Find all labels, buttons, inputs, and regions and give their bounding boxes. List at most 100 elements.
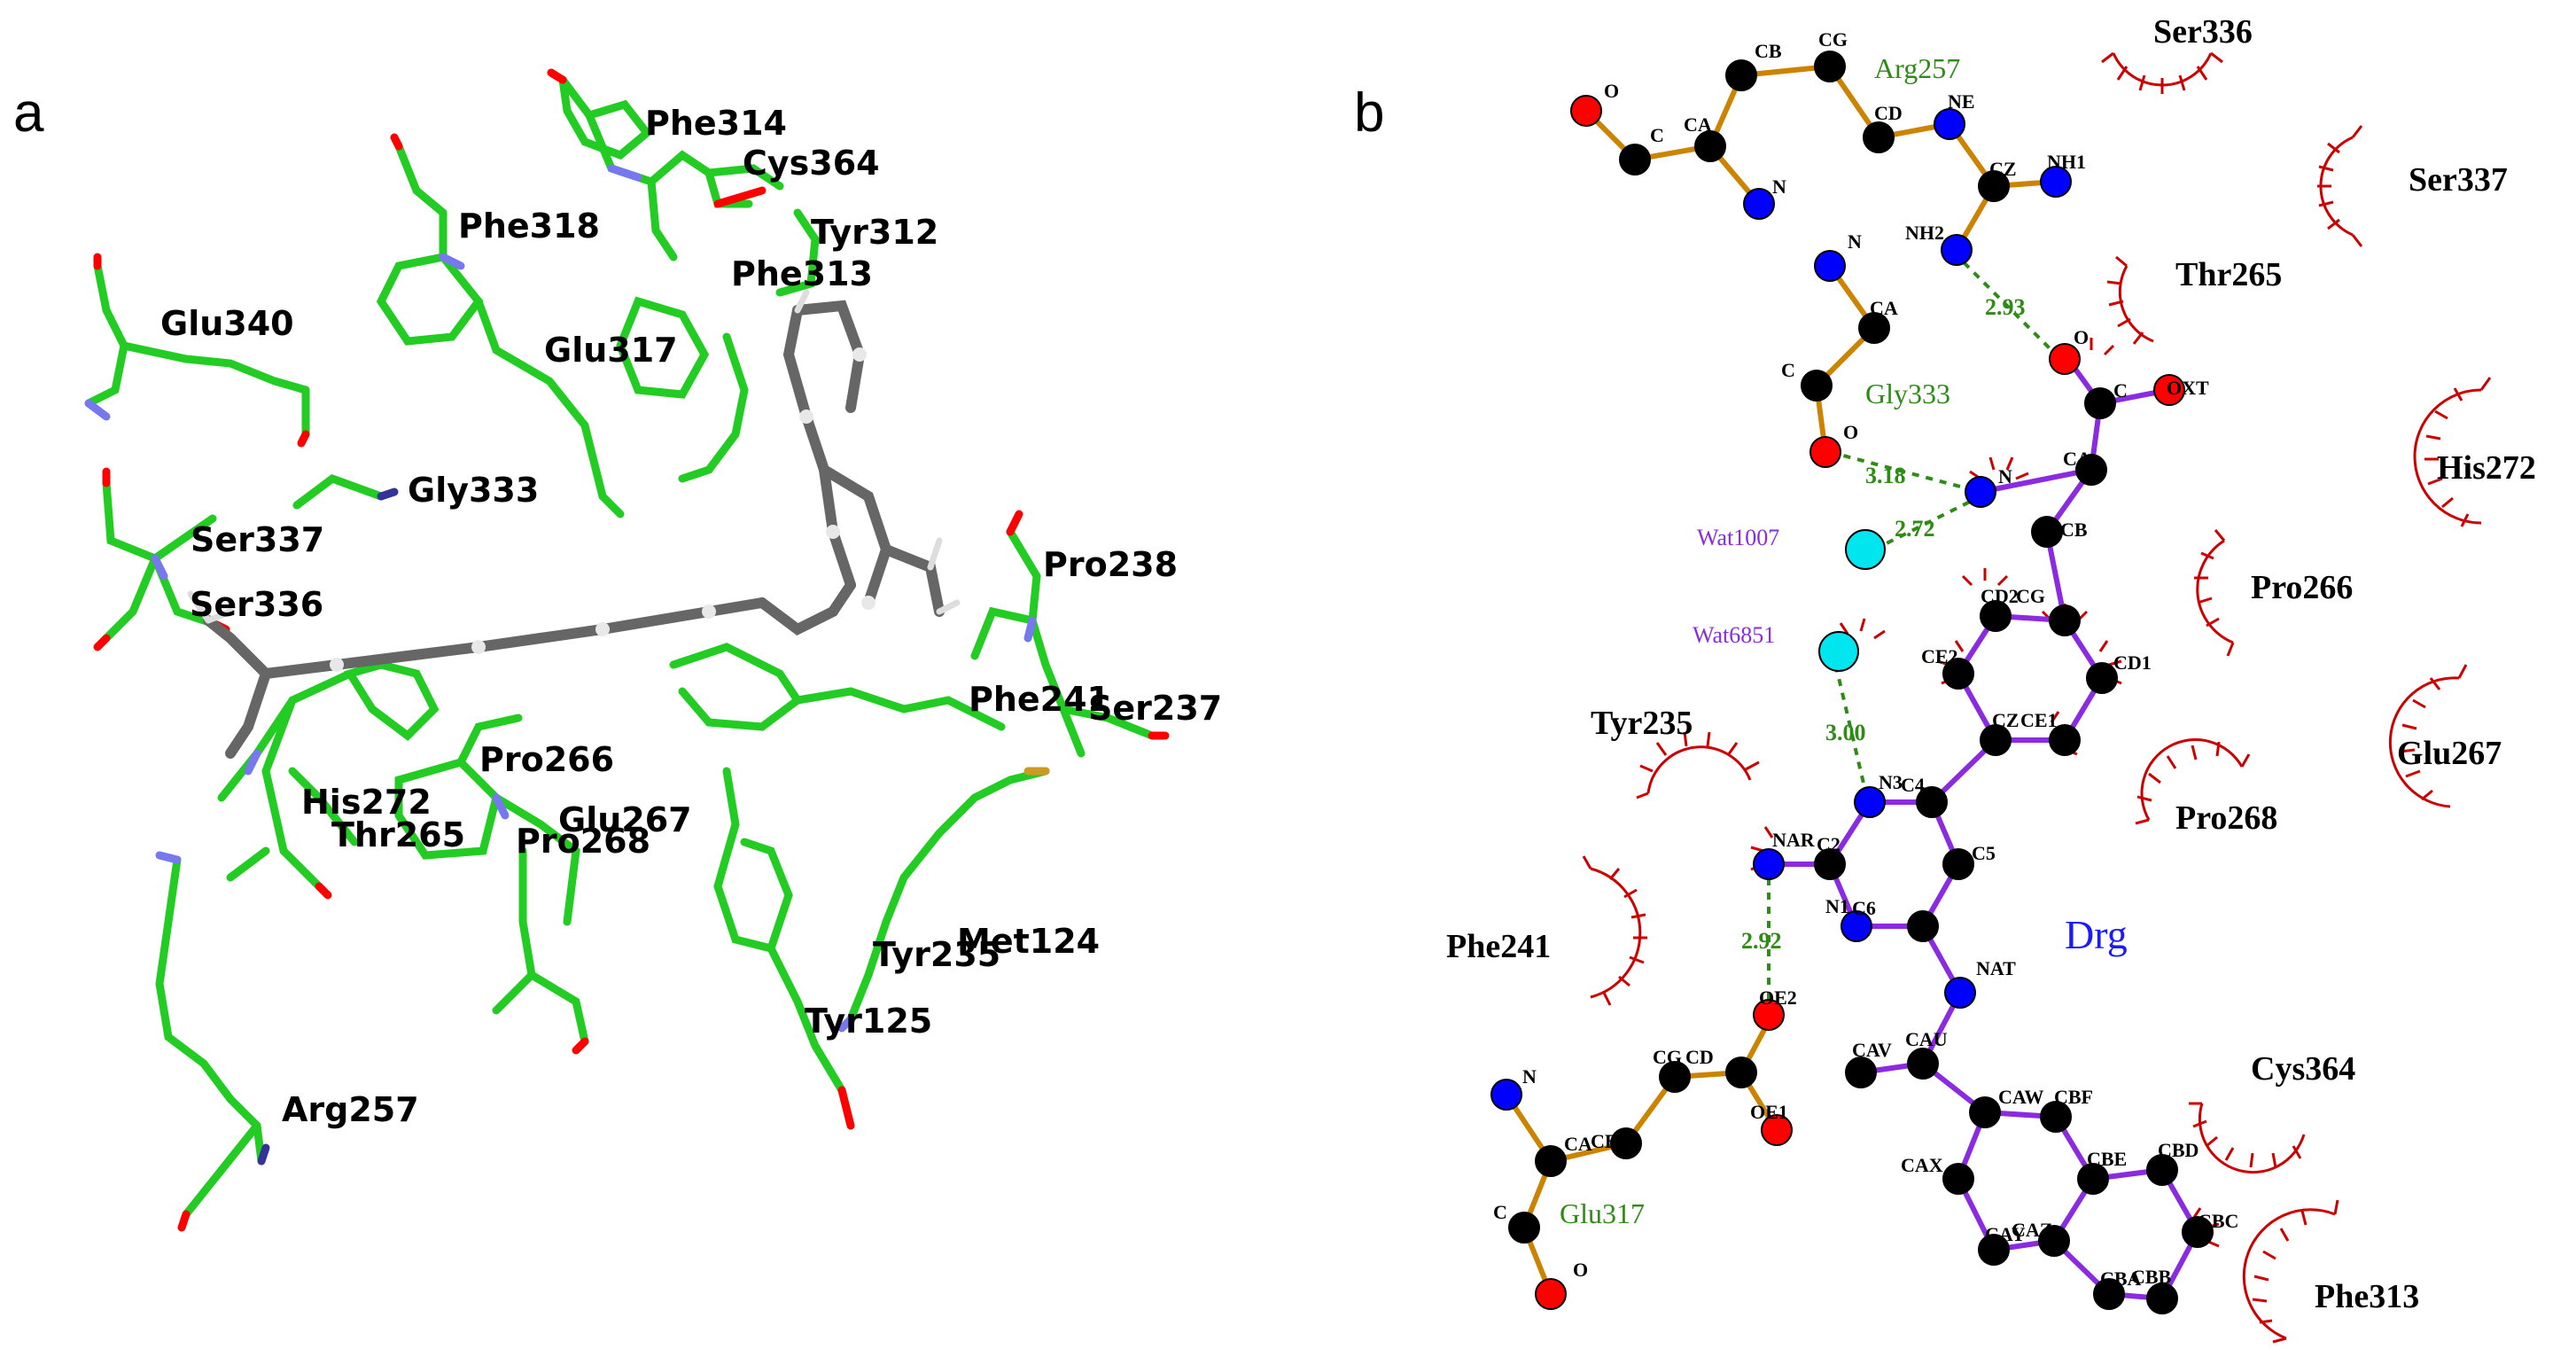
- label-phe241: Phe241: [1446, 928, 1551, 965]
- label-tyr235: Tyr235: [1591, 705, 1693, 742]
- atom-label: CG: [1818, 28, 1848, 51]
- atom-label: CAU: [1905, 1028, 1948, 1050]
- label-glu340: Glu340: [160, 304, 294, 343]
- atom-label: NH2: [1905, 222, 1944, 244]
- label-pro238: Pro238: [1043, 545, 1178, 584]
- label-ser337: Ser337: [191, 520, 324, 559]
- distance-wat1007: 2.72: [1895, 516, 1935, 542]
- label-phe313: Phe313: [2315, 1278, 2419, 1315]
- atom-label: C4: [1901, 774, 1925, 796]
- atom-label: C: [1493, 1201, 1507, 1223]
- atom-label: O: [1604, 80, 1619, 102]
- atom-label: N: [1998, 465, 2012, 487]
- panel-b: b: [1354, 13, 2536, 1344]
- label-wat1007: Wat1007: [1697, 525, 1779, 550]
- panel-a-residue-labels: Phe314 Cys364 Tyr312 Phe318 Phe313 Glu34…: [160, 104, 1222, 1129]
- atom-label: CAY: [1985, 1223, 2026, 1245]
- atoms: [1490, 51, 2214, 1314]
- atom-label: CBF: [2054, 1086, 2093, 1108]
- atom-label: OE2: [1759, 986, 1797, 1009]
- atom-label: CB: [1591, 1130, 1618, 1152]
- atom-label: CAZ: [2012, 1219, 2052, 1241]
- atom-label: N: [1848, 230, 1862, 253]
- ligand-sticks: [203, 300, 945, 759]
- label-his272: His272: [2437, 449, 2536, 487]
- atom-label: N1: [1825, 895, 1849, 917]
- panel-b-residue-labels: Arg257 Gly333 Glu317 Wat1007 Wat6851 Drg…: [1446, 13, 2536, 1315]
- label-glu267: Glu267: [2397, 735, 2502, 772]
- atom-label: NH1: [2047, 151, 2086, 173]
- label-ser336: Ser336: [190, 585, 323, 624]
- protein-sticks: [84, 77, 1156, 1219]
- atom-label: C5: [1972, 842, 1996, 864]
- atom-label: CE1: [2020, 709, 2058, 731]
- label-pro266: Pro266: [2251, 569, 2353, 606]
- label-phe318: Phe318: [458, 207, 600, 246]
- atom-label: N: [1522, 1065, 1537, 1088]
- label-ser337: Ser337: [2409, 161, 2508, 199]
- label-pro268: Pro268: [516, 822, 650, 861]
- label-ser237: Ser237: [1088, 689, 1222, 728]
- atom-label: CA: [1564, 1133, 1592, 1155]
- hetero-stubs: [84, 68, 1170, 1232]
- atom-label: CE2: [1921, 645, 1958, 667]
- atom-label: CAW: [1998, 1086, 2043, 1108]
- atom-label: C6: [1852, 897, 1876, 919]
- atom-label: CB: [1755, 40, 1782, 62]
- atom-labels: O C CA CB CG N CD NE CZ NH1 NH2 N CA C O…: [1493, 28, 2238, 1290]
- atom-label: C2: [1817, 833, 1841, 855]
- atom-label: N3: [1879, 771, 1903, 793]
- atom-label: NE: [1948, 90, 1975, 113]
- atom-label: CD: [1685, 1046, 1714, 1068]
- label-drg: Drg: [2065, 912, 2128, 957]
- atom-label: OE1: [1750, 1101, 1788, 1123]
- hbond-distance-labels: 2.93 3.18 2.72 3.00 2.92: [1741, 294, 2026, 954]
- atom-label: CBD: [2158, 1139, 2199, 1161]
- distance-gly-n: 3.18: [1865, 463, 1906, 488]
- atom-label: CZ: [1989, 158, 2017, 180]
- label-arg257: Arg257: [282, 1090, 419, 1129]
- atom-label: C: [1781, 359, 1795, 381]
- label-wat6851: Wat6851: [1693, 622, 1775, 648]
- atom-label: CBE: [2087, 1148, 2127, 1170]
- distance-glu-oe2: 2.92: [1741, 928, 1782, 954]
- panel-a: a: [13, 68, 1222, 1232]
- label-thr265: Thr265: [2175, 256, 2282, 293]
- distance-arg-o: 2.93: [1985, 294, 2026, 320]
- label-cys364: Cys364: [2251, 1050, 2355, 1088]
- atom-label: C: [1650, 124, 1664, 146]
- label-pro266: Pro266: [479, 740, 614, 779]
- label-phe313: Phe313: [731, 254, 873, 293]
- label-his272: His272: [301, 783, 432, 822]
- ligand-atoms: [330, 347, 876, 672]
- label-ser336: Ser336: [2153, 13, 2253, 51]
- label-tyr312: Tyr312: [811, 213, 938, 252]
- atom-label: CB: [2060, 519, 2088, 541]
- atom-label: C: [2113, 379, 2128, 402]
- ligand-hydrogens: [187, 289, 961, 624]
- atom-label: O: [1843, 421, 1858, 443]
- atom-label: CA: [2063, 448, 2091, 470]
- label-phe241: Phe241: [969, 680, 1110, 719]
- label-met124: Met124: [957, 922, 1100, 961]
- label-thr265: Thr265: [331, 815, 465, 854]
- label-phe314: Phe314: [645, 104, 787, 143]
- atom-label: N: [1772, 175, 1786, 198]
- atom-label: CD2: [1981, 585, 2019, 607]
- panel-a-label: a: [13, 82, 44, 144]
- label-glu317: Glu317: [1560, 1197, 1645, 1229]
- hbond-lines: [1767, 251, 2058, 1015]
- atom-label: CAX: [1901, 1154, 1943, 1176]
- atom-label: CA: [1870, 297, 1898, 319]
- atom-label: CZ: [1992, 709, 2020, 731]
- atom-label: CG: [1653, 1046, 1682, 1068]
- label-gly333: Gly333: [1865, 378, 1950, 409]
- label-gly333: Gly333: [408, 471, 539, 510]
- atom-label: CD: [1874, 102, 1903, 124]
- atom-label: CBB: [2131, 1266, 2172, 1288]
- label-glu317: Glu317: [544, 331, 678, 370]
- label-arg257: Arg257: [1874, 52, 1960, 84]
- label-pro268: Pro268: [2175, 799, 2277, 837]
- atom-label: CG: [2016, 585, 2045, 607]
